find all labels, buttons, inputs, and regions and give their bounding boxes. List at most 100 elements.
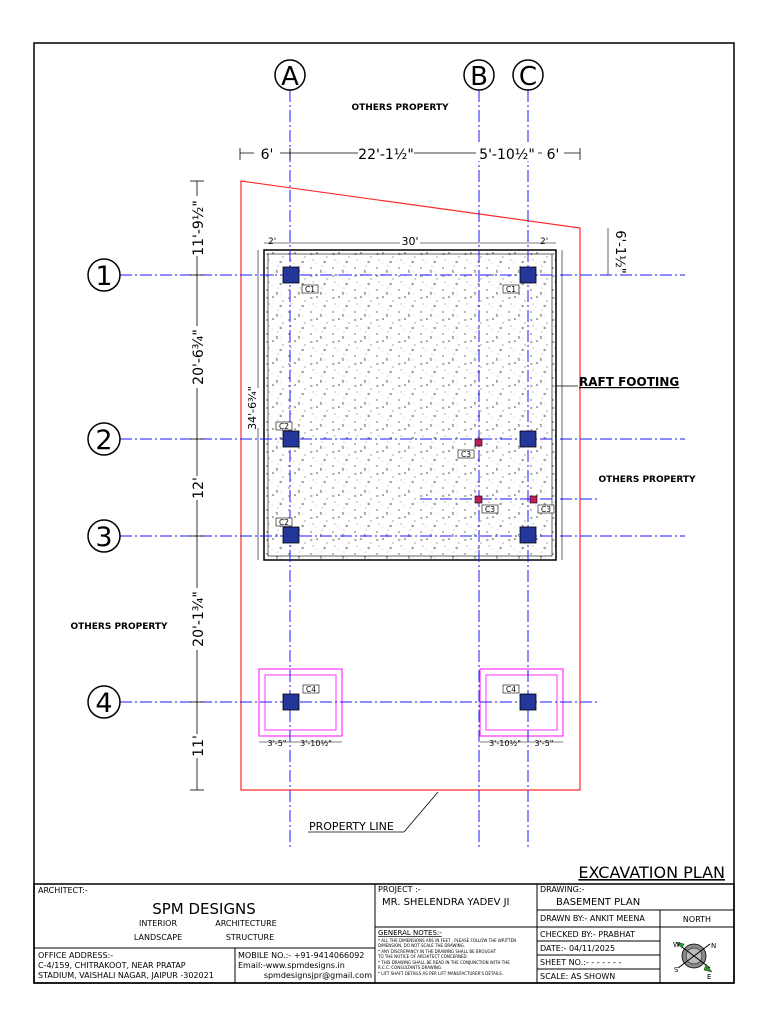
grid-bubble-1: 1 [87,258,121,292]
scale: SCALE: AS SHOWN [540,972,615,981]
svg-text:INTERIOR: INTERIOR [139,919,178,928]
svg-text:1: 1 [95,261,112,292]
north-label: NORTH [683,915,711,924]
svg-text:E: E [707,973,711,981]
svg-text:2: 2 [95,425,112,456]
architect-panel: ARCHITECT:- SPM DESIGNS INTERIOR ARCHITE… [38,886,277,942]
svg-text:RAFT FOOTING: RAFT FOOTING [579,375,679,389]
title-block [33,883,735,984]
column-tag: C3 [481,504,499,514]
svg-text:TO THE NOTICE OF ARCHITECT CON: TO THE NOTICE OF ARCHITECT CONCERNED. [377,954,468,959]
edge-small-top-right: 2' [540,237,548,247]
svg-text:* ANY DISCREPANCY IN THE DRAWI: * ANY DISCREPANCY IN THE DRAWING SHALL B… [378,949,497,954]
mobile-number: MOBILE NO.:- +91-9414066092 [238,951,364,960]
svg-text:3: 3 [95,522,112,553]
checked-by: CHECKED BY:- PRABHAT [540,930,635,939]
column-tag: C4 [302,684,320,694]
svg-text:W: W [673,941,680,949]
dim-top-3: 5'-10½" [479,147,535,163]
svg-text:3'-10½": 3'-10½" [489,739,521,748]
column-tag: C3 [457,449,475,459]
column-tag: C1 [502,284,520,294]
date: DATE:- 04/11/2025 [540,944,615,953]
drawing-panel: DRAWING:- BASEMENT PLAN DRAWN BY:- ANKIT… [540,885,711,981]
small-columns [474,438,538,504]
column-tag: C1 [301,284,319,294]
column-tags: C1 C1 C2 C2 C3 C3 C3 C4 C4 [275,284,555,694]
svg-text:R.C.C. CONSULTANTS DRAWING.: R.C.C. CONSULTANTS DRAWING. [378,965,442,970]
grid-bubble-C: C [512,59,544,92]
svg-text:C4: C4 [506,685,516,694]
drawing-heading: EXCAVATION PLAN [578,863,725,882]
dim-left-4: 20'-1¾" [191,591,207,647]
svg-text:4: 4 [95,688,112,719]
dim-top-2: 22'-1½" [358,147,414,163]
raft-footing [263,249,557,561]
dim-top-4: 6' [547,147,560,163]
svg-text:C3: C3 [461,450,471,459]
svg-text:3'-5": 3'-5" [268,739,287,748]
svg-text:PROPERTY LINE: PROPERTY LINE [309,820,394,833]
grid-bubble-3: 3 [87,519,121,553]
pit-dimensions: 3'-5" 3'-10½" 3'-10½" 3'-5" [259,739,563,748]
svg-text:B: B [470,62,488,92]
dim-left-3: 12' [191,477,207,499]
raft-footing-callout: RAFT FOOTING [556,375,679,389]
svg-text:STRUCTURE: STRUCTURE [226,933,274,942]
others-property-right: OTHERS PROPERTY [598,475,696,485]
column-tag: C3 [537,504,555,514]
svg-text:* THIS DRAWING SHALL BE READ I: * THIS DRAWING SHALL BE READ IN THE CONJ… [378,960,510,965]
grid-bubble-B: B [463,59,495,92]
svg-text:3'-10½": 3'-10½" [300,739,332,748]
svg-text:C2: C2 [279,518,289,527]
svg-text:A: A [281,62,299,92]
dim-left-5: 11' [191,735,207,757]
svg-text:C1: C1 [506,285,516,294]
raft-depth: 34'-6¾" [246,386,259,430]
svg-text:C3: C3 [485,505,495,514]
website: Email:-www.spmdesigns.in [238,961,345,970]
email-address: spmdesignsjpr@gmail.com [264,971,372,980]
svg-text:3'-5": 3'-5" [535,739,554,748]
right-offset: 6'-1½" [612,230,627,273]
structural-columns [282,266,537,711]
svg-text:DIMENSION, DO NOT SCALE THE DR: DIMENSION, DO NOT SCALE THE DRAWING. [378,943,465,948]
svg-text:C3: C3 [541,505,551,514]
firm-name: SPM DESIGNS [152,900,256,918]
left-dimension-texts: 11'-9½" 20'-6¾" 12' 20'-1¾" 11' [188,196,207,758]
column-tag: C4 [502,684,520,694]
contact-info: MOBILE NO.:- +91-9414066092 Email:-www.s… [238,951,372,980]
notes-label: GENERAL NOTES:- [378,929,442,937]
north-compass-icon: N S W E [673,941,716,981]
svg-text:ARCHITECTURE: ARCHITECTURE [215,919,276,928]
edge-small-top-left: 2' [268,237,276,247]
svg-text:* ALL THE DIMENSIONS ARE IN FE: * ALL THE DIMENSIONS ARE IN FEET , PLEAS… [378,938,516,943]
project-label: PROJECT :- [378,885,421,894]
project-panel: PROJECT :- MR. SHELENDRA YADEV JI GENERA… [377,885,516,976]
svg-text:STADIUM, VAISHALI NAGAR, JAI: STADIUM, VAISHALI NAGAR, JAIPUR -302021 [38,971,214,980]
property-line-outline [240,180,581,791]
general-notes: * ALL THE DIMENSIONS ARE IN FEET , PLEAS… [377,938,516,976]
dim-top-1: 6' [261,147,274,163]
svg-text:OFFICE ADDRESS:-: OFFICE ADDRESS:- [38,951,113,960]
top-dimension-texts: 6' 22'-1½" 5'-10½" 6' [254,145,564,163]
raft-width: 30' [401,235,418,248]
column-tag: C2 [275,517,293,527]
svg-text:C2: C2 [279,422,289,431]
others-property-top: OTHERS PROPERTY [351,103,449,113]
svg-text:LANDSCAPE: LANDSCAPE [134,933,182,942]
drawing-label: DRAWING:- [540,885,585,894]
grid-bubble-4: 4 [87,685,121,719]
grid-bubble-A: A [274,59,306,92]
svg-text:C-4/159, CHITRAKOOT, NEAR PRA: C-4/159, CHITRAKOOT, NEAR PRATAP [38,961,186,970]
grid-bubble-2: 2 [87,422,121,456]
dim-left-1: 11'-9½" [191,200,207,256]
svg-text:C: C [519,62,537,92]
dim-left-2: 20'-6¾" [191,329,207,385]
drawn-by: DRAWN BY:- ANKIT MEENA [540,914,645,923]
drawing-name: BASEMENT PLAN [556,897,640,908]
sheet-number: SHEET NO.:- - - - - - - [540,958,621,967]
raft-dimension-texts: 30' 34'-6¾" 2' 2' 6'-1½" [245,230,627,430]
architect-label: ARCHITECT:- [38,886,88,895]
